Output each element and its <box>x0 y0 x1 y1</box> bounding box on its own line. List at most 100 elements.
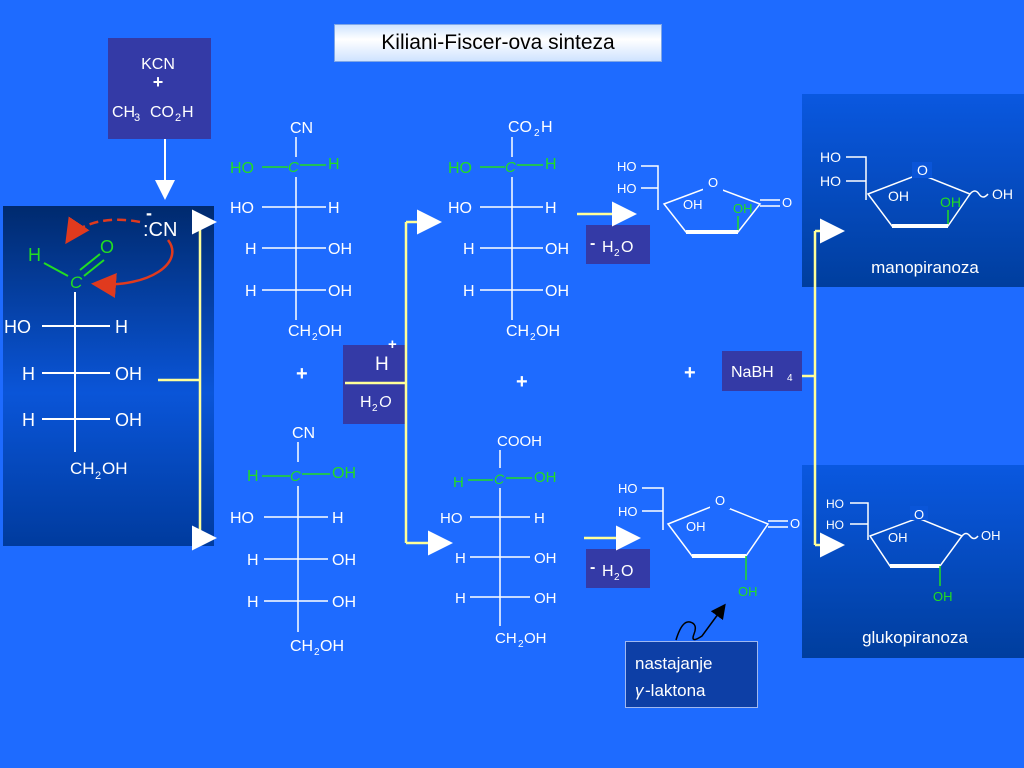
acid-top-ch: CH <box>506 323 529 340</box>
aldehyde-h: H <box>28 245 41 265</box>
start-row-2: H OH <box>22 364 142 384</box>
acid-bottom-c-left: H <box>453 474 464 491</box>
co-text: CO <box>150 104 174 121</box>
start-row-2-right: OH <box>115 364 142 384</box>
lactone-top-carbonyl-o: O <box>782 195 792 210</box>
manopiranoza-panel <box>802 94 1024 287</box>
water-loss-top-h: H <box>602 239 614 256</box>
reagent-box <box>108 38 211 139</box>
lactone-bottom-ring-o: O <box>715 493 725 508</box>
lactone-top: HO HO O O OH OH <box>617 159 792 234</box>
lactone-note-box <box>625 641 758 708</box>
acid-top-r1-left: HO <box>448 200 472 217</box>
acid-bottom-cooh: COOH <box>497 433 542 450</box>
start-row-1-right: H <box>115 317 128 337</box>
product-bottom-ring-o: O <box>914 507 924 522</box>
cyanohydrin-top: CN HO C H HO H H OH H OH CH 2 OH <box>230 120 352 343</box>
acid-hydrolysis-box <box>343 345 406 424</box>
acid-bottom-oh: OH <box>524 630 547 647</box>
acid-bottom-c: C <box>494 471 505 487</box>
lactone-bottom-carbonyl-o: O <box>790 516 800 531</box>
acid-bottom-ch-sub: 2 <box>518 639 524 650</box>
water-loss-bottom-o: O <box>621 563 633 580</box>
nabh4-label: NaBH <box>731 364 774 381</box>
plus-sign-3: + <box>684 362 696 384</box>
water-loss-bottom: - H 2 O <box>590 559 633 583</box>
cyanohydrin-top-oh: OH <box>318 323 342 340</box>
aldehyde-o: O <box>100 237 114 257</box>
lactone-top-oh2: OH <box>733 201 753 216</box>
cyanohydrin-bottom-r3-left: H <box>247 594 259 611</box>
lactone-bottom-oh2: OH <box>738 584 758 599</box>
water-loss-bottom-minus: - <box>590 559 595 576</box>
nucleophile-arrow <box>65 216 141 245</box>
aldehyde-c: C <box>70 273 83 292</box>
lactone-top-ho1: HO <box>617 159 637 174</box>
acid-top-c-left: HO <box>448 160 472 177</box>
cyanohydrin-bottom-cn: CN <box>292 425 315 442</box>
cyanohydrin-top-r2-left: H <box>245 241 257 258</box>
start-ch-sub: 2 <box>95 470 101 482</box>
start-row-3-left: H <box>22 410 35 430</box>
cyanohydrin-bottom-c: C <box>290 468 301 485</box>
cyanohydrin-bottom-r1-left: HO <box>230 510 254 527</box>
product-bottom-ho1: HO <box>826 497 844 511</box>
cyanohydrin-top-cn: CN <box>290 120 313 137</box>
page-title: Kiliani-Fiscer-ova sinteza <box>334 24 662 62</box>
water-h: H <box>360 394 372 411</box>
start-row-3: H OH <box>22 410 142 430</box>
acid-bottom-c-right: OH <box>534 469 557 486</box>
acid-top-h: H <box>541 119 553 136</box>
start-oh: OH <box>102 459 128 478</box>
cyanohydrin-bottom-r3-right: OH <box>332 594 356 611</box>
cyanohydrin-bottom-c-left: H <box>247 468 259 485</box>
product-bottom-ho2: HO <box>826 518 844 532</box>
acid-bottom-r3-right: OH <box>534 590 557 607</box>
cyanohydrin-top-c-right: H <box>328 156 340 173</box>
product-top-ho2: HO <box>820 173 841 189</box>
lactone-top-ring-o: O <box>708 175 718 190</box>
c-h-bond <box>43 262 69 277</box>
c-o-bond-2 <box>83 259 105 277</box>
acid-top-c: C <box>505 159 516 176</box>
water-loss-box-bottom <box>586 549 650 588</box>
acid-top-r3-right: OH <box>545 283 569 300</box>
cyanohydrin-bottom-c-right: OH <box>332 465 356 482</box>
acid-top-r1-right: H <box>545 200 557 217</box>
water-loss-box-top <box>586 225 650 264</box>
acid-bottom-r1-left: HO <box>440 510 463 527</box>
water-loss-bottom-h: H <box>602 563 614 580</box>
start-row-1-left: HO <box>4 317 31 337</box>
water-loss-bottom-sub: 2 <box>614 572 620 583</box>
title-text: Kiliani-Fiscer-ova sinteza <box>381 31 615 54</box>
product-top-oh3: OH <box>992 186 1013 202</box>
c-o-bond-1 <box>79 253 101 271</box>
cyanohydrin-top-r1-right: H <box>328 200 340 217</box>
nabh4-sub: 4 <box>787 373 793 384</box>
manopiranoza-structure: HO HO O OH OH OH manopiranoza <box>820 149 1013 277</box>
water-loss-top-sub: 2 <box>614 248 620 259</box>
cyanohydrin-top-r3-right: OH <box>328 283 352 300</box>
acetic-acid-formula: CH 3 CO 2 H <box>112 104 194 124</box>
start-row-1: HO H <box>4 317 128 337</box>
cn-charge: - <box>146 203 152 223</box>
water-loss-top: - H 2 O <box>590 235 633 259</box>
acid-top-ch-sub: 2 <box>530 332 536 343</box>
acid-top-r2-right: OH <box>545 241 569 258</box>
acid-top-sub: 2 <box>534 128 540 139</box>
sub-three: 3 <box>134 112 140 124</box>
manopiranoza-label: manopiranoza <box>871 258 979 277</box>
water-loss-top-minus: - <box>590 235 595 252</box>
product-bottom-oh2: OH <box>933 589 953 604</box>
cyanohydrin-top-c-left: HO <box>230 160 254 177</box>
lactone-bottom-oh1: OH <box>686 519 706 534</box>
acid-top: CO 2 H HO C H HO H H OH H OH CH 2 OH <box>448 119 569 343</box>
cyanohydrin-bottom-ch: CH <box>290 638 313 655</box>
lactone-note-line1: nastajanje <box>635 654 713 673</box>
cyanohydrin-bottom-r2-right: OH <box>332 552 356 569</box>
lactone-bottom: HO HO O O OH OH <box>618 481 800 599</box>
lactone-bottom-ho1: HO <box>618 481 638 496</box>
acid-bottom-r2-left: H <box>455 550 466 567</box>
cyanohydrin-top-sub: 2 <box>312 332 318 343</box>
